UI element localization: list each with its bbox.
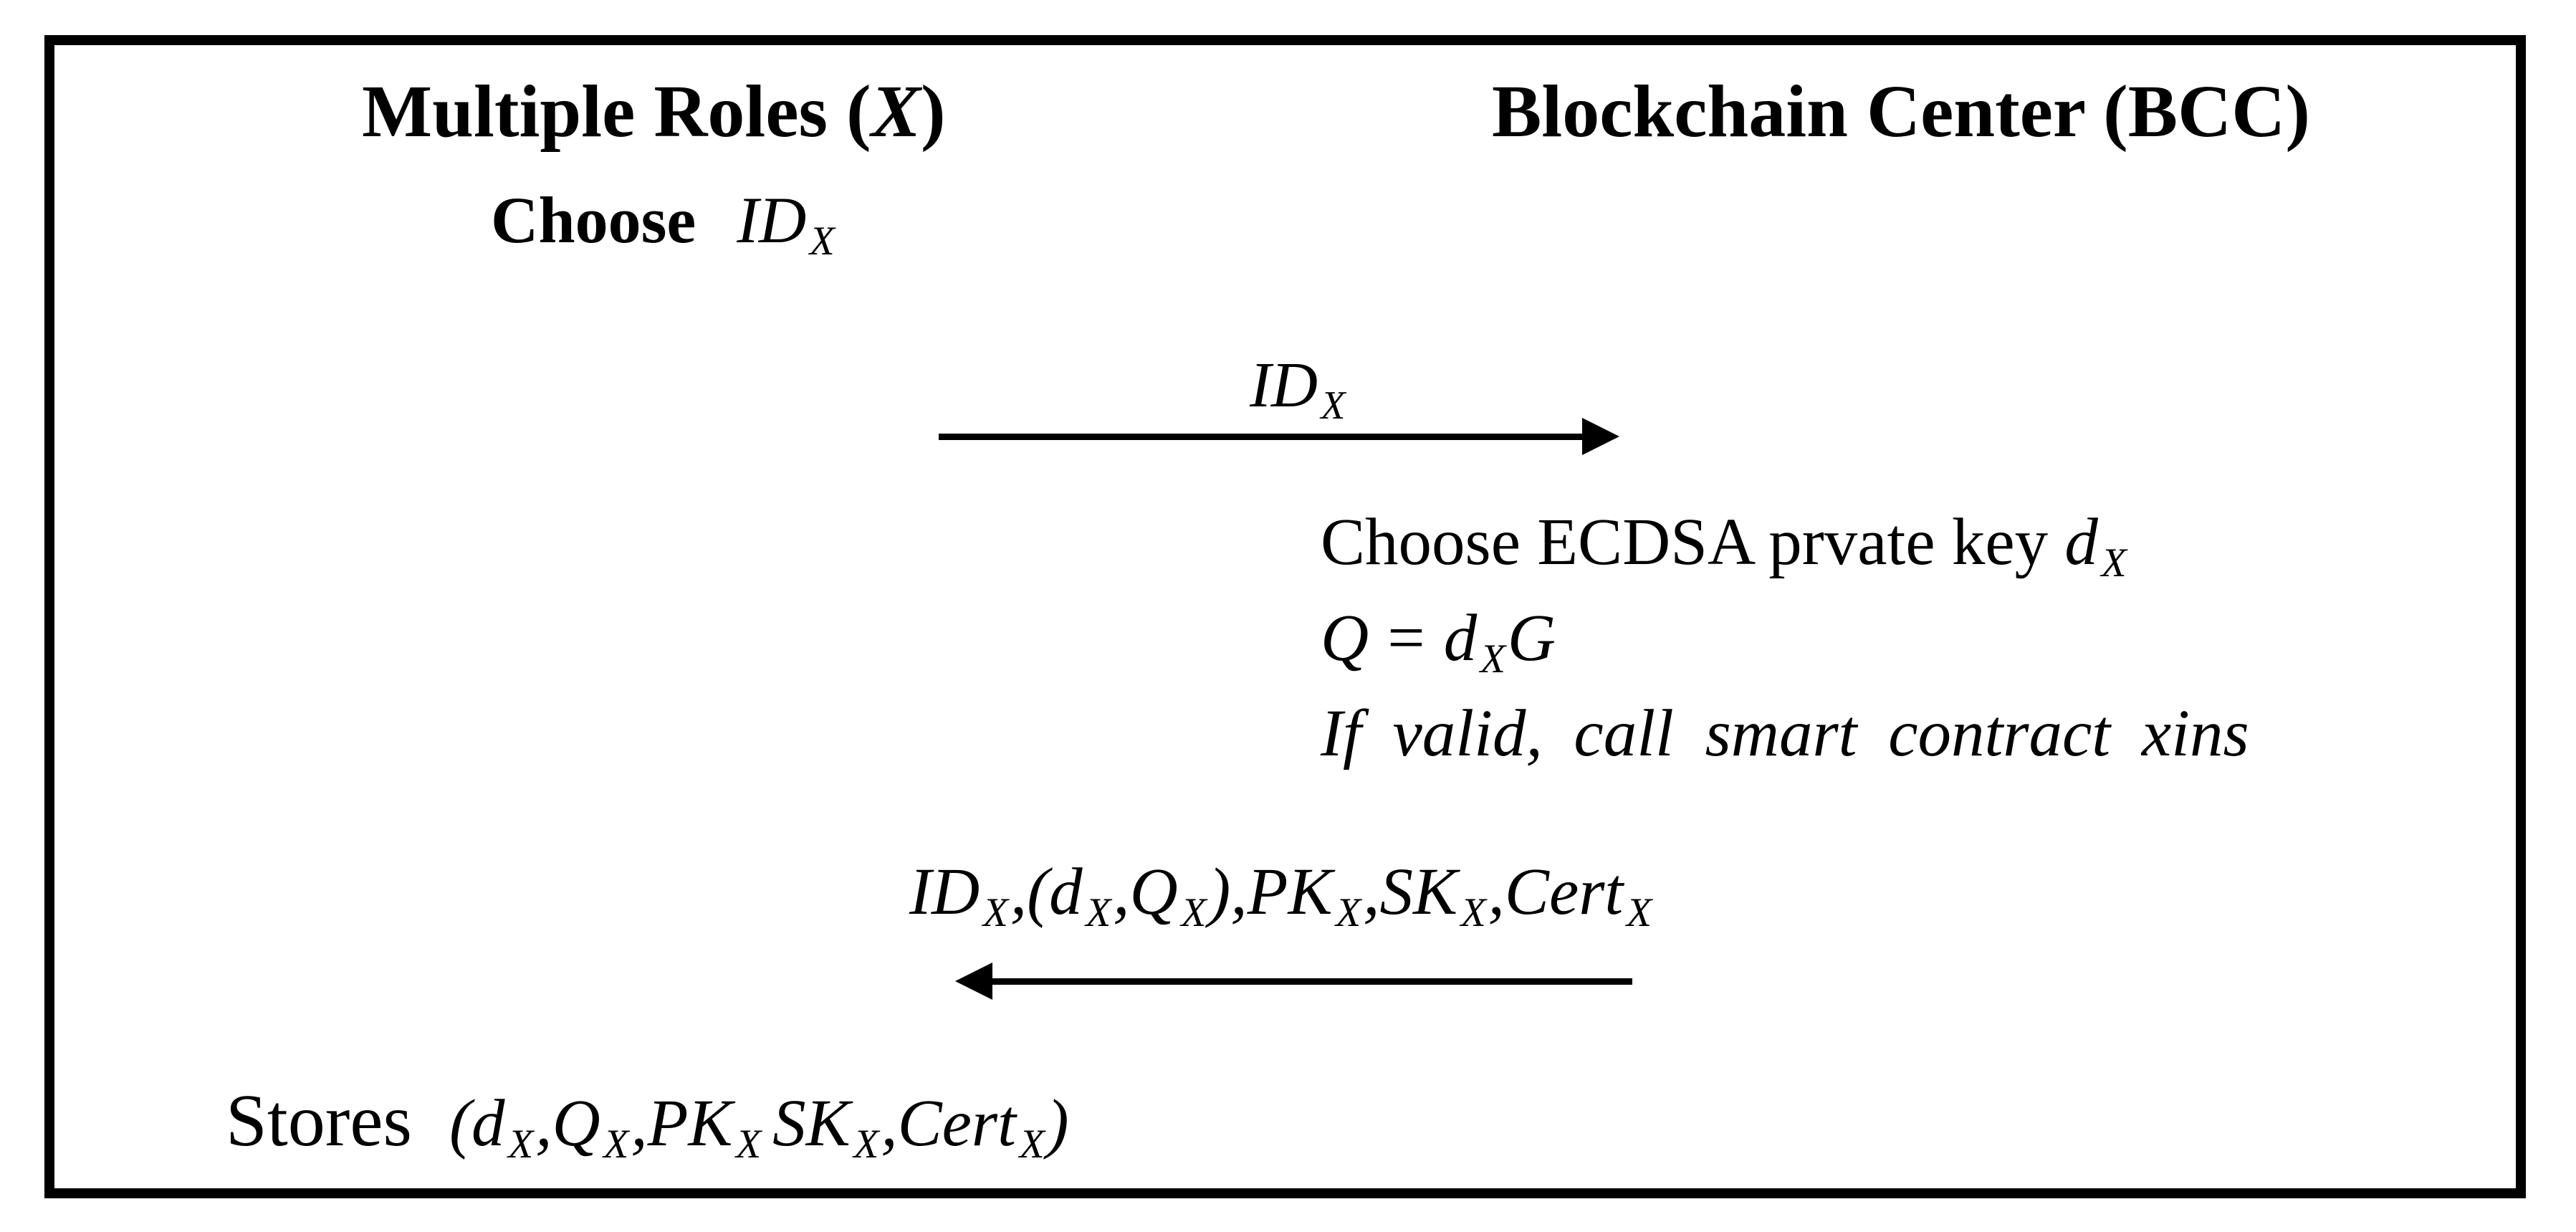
column-header-blockchain-center: Blockchain Center (BCC) (1492, 75, 2310, 149)
subscript-text: X (2101, 540, 2127, 586)
subscript-text: X (1086, 890, 1111, 936)
text-segment: ID (737, 183, 807, 257)
text-segment: SK (1379, 855, 1457, 929)
text-segment: Blockchain Center (BCC) (1492, 70, 2311, 153)
text-segment: , (881, 1087, 898, 1160)
text-segment: , (1488, 855, 1505, 929)
diagram-border (44, 35, 2526, 1198)
text-segment: d (2064, 505, 2098, 579)
text-segment: Q (1129, 855, 1178, 929)
subscript-text: X (508, 1122, 534, 1167)
text-segment: ID (1250, 350, 1318, 421)
text-segment: ), (1208, 855, 1248, 929)
text-segment: = (1387, 601, 1425, 675)
text-segment: ) (1046, 1087, 1069, 1160)
text-segment: Multiple Roles ( (362, 70, 871, 153)
text-segment: X (871, 70, 921, 153)
step-choose-ecdsa-private-key: Choose ECDSA prvate key dX (1321, 509, 2129, 583)
message-1-arrow-shaft (939, 434, 1584, 440)
column-header-multiple-roles: Multiple Roles (X) (362, 75, 946, 149)
text-segment: PK (1247, 855, 1333, 929)
subscript-text: X (1460, 890, 1486, 936)
arrowhead-left-icon (955, 963, 992, 1000)
subscript-text: X (736, 1122, 762, 1167)
message-2-arrow-shaft (992, 978, 1632, 985)
text-segment: Cert (1504, 855, 1624, 929)
text-segment: ID (909, 855, 980, 929)
text-segment: , (1363, 855, 1380, 929)
step-compute-q: Q=dXG (1321, 605, 1556, 679)
subscript-text: X (1321, 383, 1346, 428)
text-segment: G (1507, 601, 1556, 675)
text-segment: d (1443, 601, 1478, 675)
text-segment: ( (449, 1087, 471, 1160)
subscript-text: X (1480, 636, 1506, 682)
message-2-label: IDX,(dX,QX),PKX,SKX,CertX (909, 859, 1654, 933)
text-segment: d (1049, 855, 1083, 929)
text-segment: , (535, 1087, 552, 1160)
subscript-text: X (1181, 890, 1207, 936)
text-segment: Q (552, 1087, 600, 1160)
text-segment: , (631, 1087, 648, 1160)
text-segment: Choose ECDSA prvate key (1321, 505, 2065, 579)
subscript-text: X (853, 1122, 879, 1167)
text-segment: PK (647, 1087, 733, 1160)
subscript-text: X (1626, 890, 1652, 936)
subscript-text: X (982, 890, 1008, 936)
text-segment: SK (772, 1087, 851, 1160)
message-1-label: IDX (1250, 350, 1347, 426)
text-segment: ) (920, 70, 946, 153)
text-segment: Choose (491, 183, 696, 257)
text-segment: ,( (1010, 855, 1050, 929)
subscript-text: X (603, 1122, 629, 1167)
text-segment: Cert (897, 1087, 1016, 1160)
subscript-text: X (809, 219, 835, 264)
text-segment: Q (1321, 601, 1369, 675)
text-segment: If valid, call smart contract xins (1321, 697, 2249, 770)
arrowhead-right-icon (1582, 418, 1619, 455)
subscript-text: X (1336, 890, 1361, 936)
subscript-text: X (1019, 1122, 1045, 1167)
step-call-smart-contract: If valid, call smart contract xins (1321, 700, 2249, 767)
text-segment: Stores (226, 1079, 412, 1162)
text-segment: , (1113, 855, 1130, 929)
text-segment: d (471, 1087, 505, 1160)
